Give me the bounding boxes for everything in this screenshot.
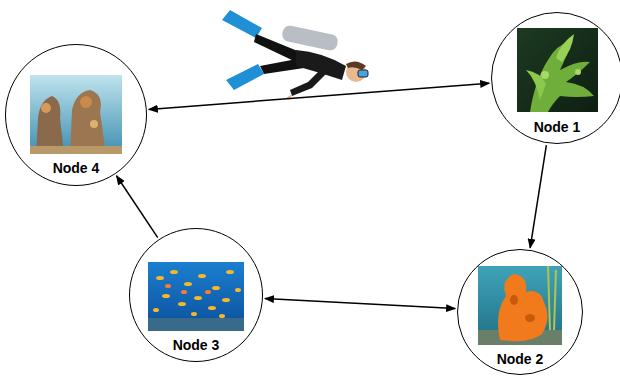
arrow-connector [116,176,157,238]
fish-school-picture [148,262,244,331]
node-circle: Node 3 [129,228,263,362]
diver-figure [222,10,368,100]
node-circle: Node 2 [457,249,583,375]
arrow-connector [530,145,546,248]
node-circle: Node 4 [5,44,147,186]
algae-picture [517,28,598,112]
arrow-connector [149,83,489,109]
node-label: Node 4 [6,160,146,176]
arrow-connector [265,299,455,309]
node-label: Node 2 [458,351,582,367]
node-label: Node 3 [130,337,262,353]
sponge-picture [478,266,562,345]
node-circle: Node 1 [491,12,620,144]
coral-reef-picture [30,75,122,154]
node-label: Node 1 [492,119,620,135]
